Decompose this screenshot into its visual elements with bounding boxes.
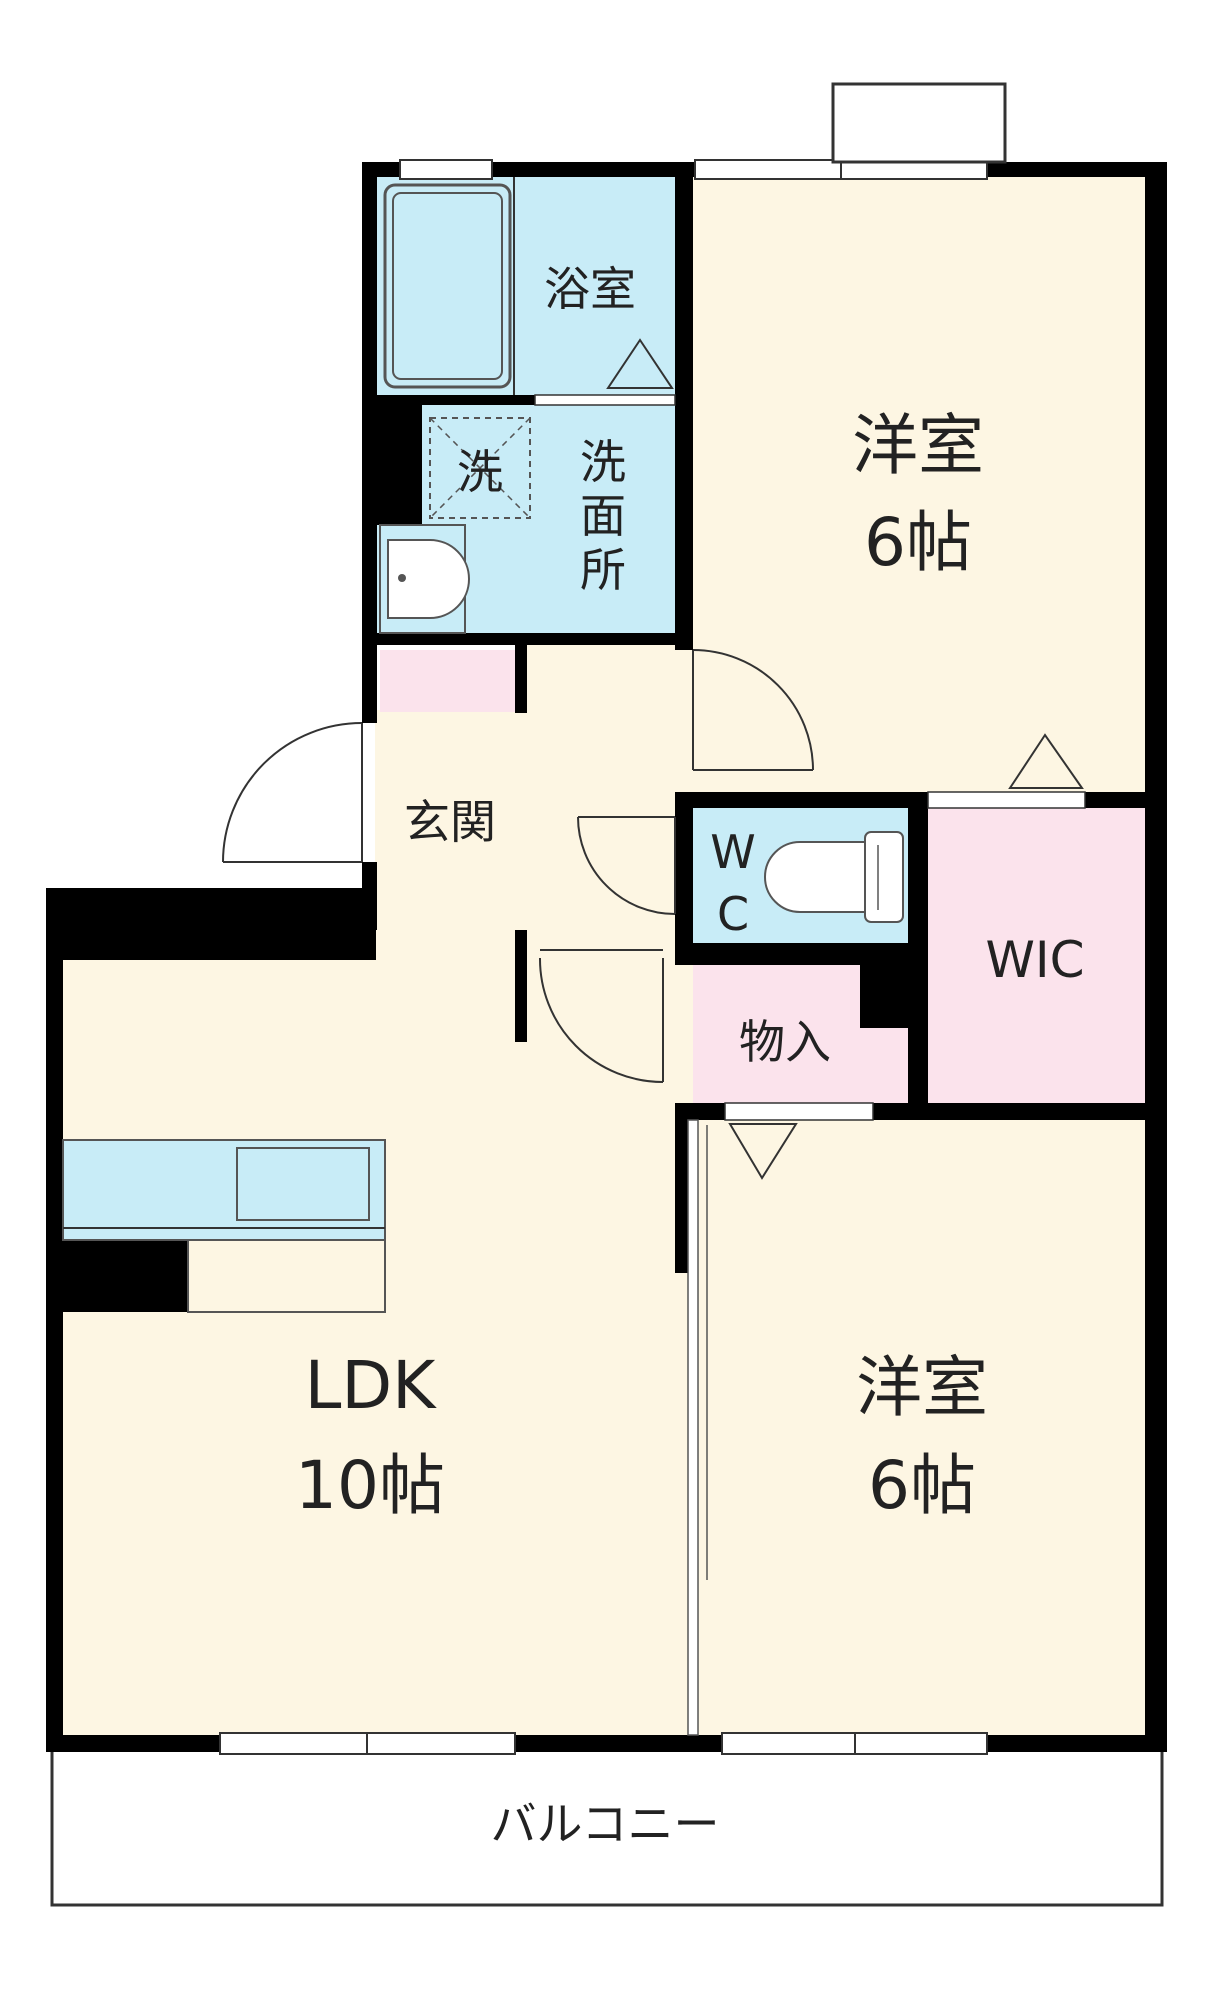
- door-entrance[interactable]: [222, 722, 363, 863]
- wall-bottom: [46, 1735, 1167, 1752]
- wc-label-c: C: [717, 887, 749, 941]
- toilet: [764, 831, 904, 923]
- ldk-floor: [63, 960, 693, 1735]
- shoebox-floor: [380, 650, 515, 712]
- wall-wc-left: [675, 792, 693, 950]
- wall-center-upper: [675, 162, 693, 650]
- wall-kitchen-block: [63, 1240, 188, 1312]
- window-western1-frame: [831, 82, 1007, 164]
- window-bath: [399, 159, 493, 180]
- washroom-label-2: 面: [580, 489, 626, 543]
- wall-shoebox-right: [515, 645, 527, 713]
- ldk-size: 10帖: [295, 1447, 445, 1524]
- western1-name: 洋室: [852, 407, 984, 484]
- washroom-label-1: 洗: [580, 435, 626, 489]
- bathtub-inner: [392, 192, 503, 380]
- wall-wash-hall: [377, 633, 675, 645]
- wall-entrance-ldk: [515, 930, 527, 1042]
- door-wic[interactable]: [1008, 733, 1084, 789]
- wall-entrance-left: [362, 633, 377, 723]
- wall-bath-wash: [377, 395, 675, 405]
- ldk-name: LDK: [305, 1347, 438, 1424]
- western2-floor: [693, 1120, 1145, 1735]
- wall-storage-post: [860, 943, 908, 1028]
- door-wc[interactable]: [577, 816, 676, 915]
- wic-floor: [928, 808, 1145, 1103]
- hall-floor: [525, 645, 693, 950]
- kitchen-counter: [62, 1139, 386, 1313]
- bathtub: [383, 183, 512, 389]
- door-storage-western2[interactable]: [728, 1123, 798, 1180]
- wall-bath-left: [362, 162, 377, 395]
- wall-left: [46, 888, 63, 1750]
- wall-wc-bottom: [675, 943, 908, 965]
- western1-size: 6帖: [864, 504, 972, 581]
- wall-ldk-top: [46, 888, 376, 960]
- sliding-door-ldk-western2: [687, 1119, 699, 1736]
- balcony-label: バルコニー: [490, 1797, 719, 1851]
- door-western1[interactable]: [692, 649, 814, 771]
- door-bath[interactable]: [606, 338, 674, 389]
- washer-label: 洗: [457, 445, 503, 499]
- door-ldk[interactable]: [538, 949, 664, 1083]
- wall-right: [1145, 162, 1167, 1752]
- opening-washroom: [534, 394, 676, 406]
- western2-size: 6帖: [868, 1447, 976, 1524]
- western2-name: 洋室: [856, 1349, 988, 1426]
- entrance-label: 玄関: [404, 795, 496, 849]
- storage-label: 物入: [739, 1015, 831, 1069]
- entrance-floor: [375, 710, 525, 930]
- western1-floor: [693, 177, 1145, 792]
- wall-wash-left: [362, 395, 422, 525]
- opening-western1-wic: [927, 791, 1086, 809]
- washroom-label-3: 所: [580, 543, 626, 597]
- opening-storage: [724, 1102, 874, 1121]
- wc-label-w: W: [710, 825, 755, 879]
- wic-label: WIC: [985, 931, 1084, 989]
- balcony-area: [50, 1733, 1164, 1907]
- bath-label: 浴室: [544, 262, 636, 316]
- washer-space: [429, 417, 531, 519]
- washroom-label: 洗 面 所: [580, 435, 626, 597]
- wall-wc-right: [908, 792, 928, 1103]
- wash-basin: [379, 524, 470, 634]
- wall-wash-left-lower: [362, 525, 377, 633]
